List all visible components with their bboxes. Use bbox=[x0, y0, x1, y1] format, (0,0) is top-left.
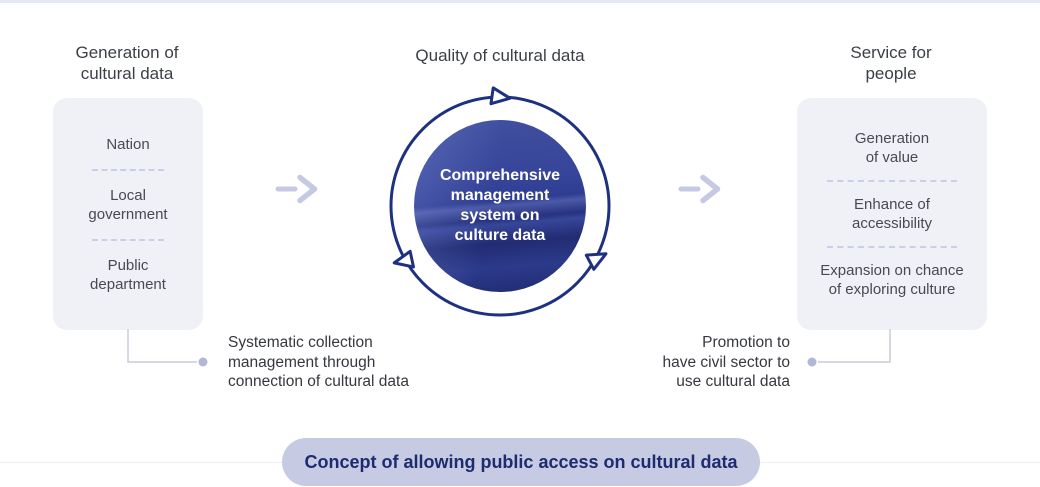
heading-service-for-people: Service for people bbox=[850, 43, 932, 83]
left-source-box: Nation Local government Public departmen… bbox=[53, 98, 203, 330]
box-item-local-government: Local government bbox=[88, 186, 168, 223]
right-service-box: Generation of value Enhance of accessibi… bbox=[797, 98, 987, 330]
cycle-ring-icon bbox=[389, 86, 611, 317]
heading-quality-of-cultural-data: Quality of cultural data bbox=[415, 46, 585, 65]
dashed-divider bbox=[92, 238, 164, 241]
cycle-center-circle: Comprehensive management system on cultu… bbox=[414, 120, 586, 292]
cycle-center-label: Comprehensive management system on cultu… bbox=[439, 167, 561, 244]
box-item-expansion-on-chance: Expansion on chance of exploring culture bbox=[820, 262, 964, 298]
concept-pill-label: Concept of allowing public access on cul… bbox=[282, 438, 760, 486]
note-systematic-collection: Systematic collection management through… bbox=[228, 334, 409, 390]
connector-dot bbox=[807, 357, 817, 367]
flow-arrow-icon bbox=[678, 174, 721, 204]
box-item-enhance-of-accessibility: Enhance of accessibility bbox=[851, 196, 933, 232]
box-item-generation-of-value: Generation of value bbox=[854, 130, 930, 166]
heading-generation-of-cultural-data: Generation of cultural data bbox=[75, 43, 179, 83]
dashed-divider bbox=[827, 246, 957, 248]
box-item-nation: Nation bbox=[106, 135, 150, 153]
box-item-public-department: Public department bbox=[90, 256, 166, 293]
connector-dot bbox=[198, 357, 208, 367]
dashed-divider bbox=[827, 180, 957, 182]
dashed-divider bbox=[92, 168, 164, 171]
flow-arrow-icon bbox=[275, 174, 318, 204]
note-promotion-civil-sector: Promotion to have civil sector to use cu… bbox=[662, 334, 791, 390]
top-accent-bar bbox=[0, 0, 1040, 3]
